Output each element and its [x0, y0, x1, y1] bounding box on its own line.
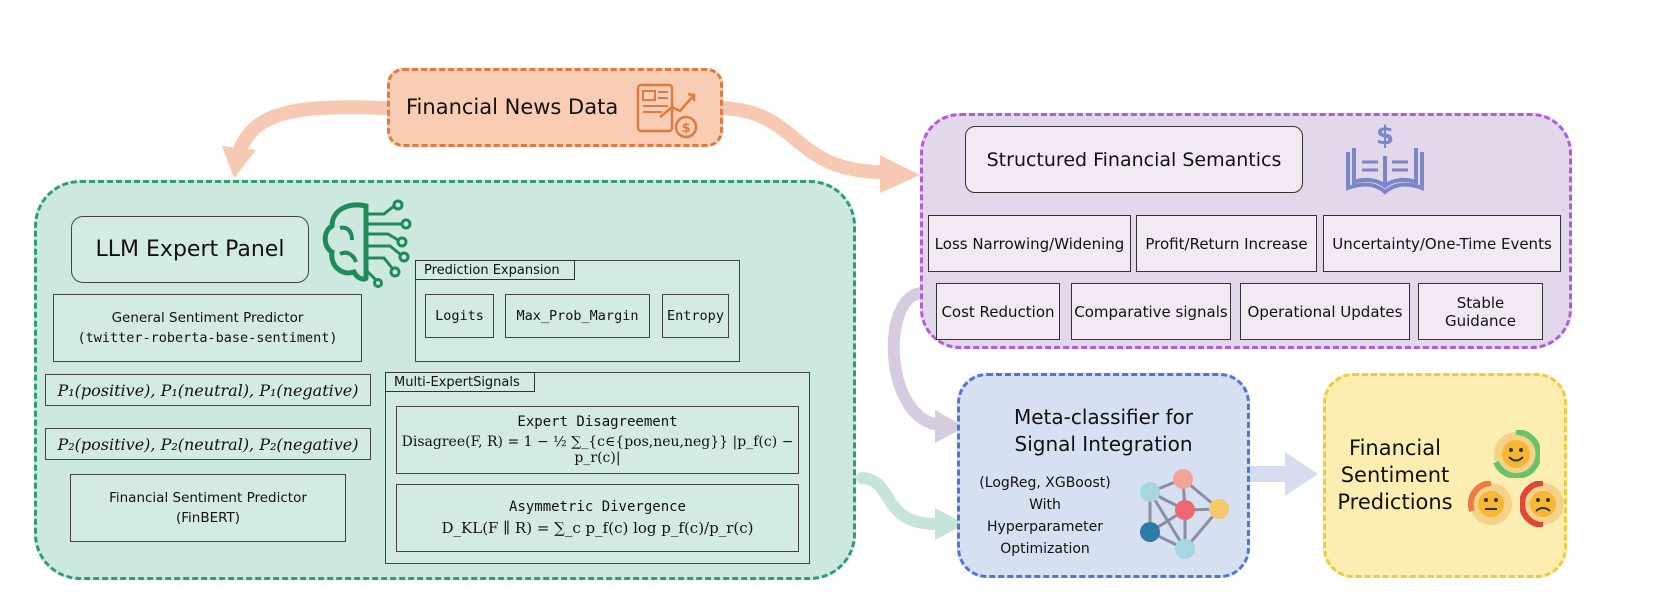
network-graph-icon — [1135, 465, 1235, 565]
output-line3: Predictions — [1337, 490, 1453, 514]
general-line1: General Sentiment Predictor — [111, 310, 304, 326]
divergence-formula: D_KL(F ∥ R) = ∑_c p_f(c) log p_f(c)/p_r(… — [441, 519, 754, 537]
disagreement-formula: Disagree(F, R) = 1 − ½ ∑_{c∈{pos,neu,neg… — [401, 434, 794, 466]
p2-text: P₂(positive), P₂(neutral), P₂(negative) — [57, 434, 359, 454]
semantic-cost-reduction: Cost Reduction — [936, 283, 1060, 340]
arrow-head-expert — [222, 146, 256, 178]
expert-disagreement: Expert Disagreement Disagree(F, R) = 1 −… — [396, 406, 799, 474]
expansion-entropy: Entropy — [662, 294, 729, 338]
multi-expert-signals-tab: Multi-ExpertSignals — [385, 372, 535, 392]
semantic-uncertainty: Uncertainty/One-Time Events — [1323, 215, 1561, 272]
disagreement-title: Expert Disagreement — [517, 414, 678, 430]
meta-desc-4: Optimization — [1000, 541, 1090, 557]
semantic-operational-updates: Operational Updates — [1240, 283, 1410, 340]
neutral-face-icon — [1467, 480, 1514, 527]
output-line2: Sentiment — [1340, 463, 1450, 487]
expansion-max-prob-margin: Max_Prob_Margin — [505, 294, 650, 338]
finbert-line2: (FinBERT) — [175, 510, 241, 526]
arrow-head-meta-bottom — [935, 508, 965, 540]
general-line2: (twitter-roberta-base-sentiment) — [77, 330, 338, 346]
expert-title-text: LLM Expert Panel — [95, 237, 285, 262]
arrow-news-to-expert — [233, 100, 392, 157]
expansion-logits: Logits — [425, 294, 494, 338]
svg-text:$: $ — [681, 121, 690, 136]
arrow-head-meta-top — [935, 410, 965, 443]
p1-probabilities: P₁(positive), P₁(neutral), P₁(negative) — [45, 374, 371, 406]
news-label: Financial News Data — [406, 95, 619, 119]
semantics-title-text: Structured Financial Semantics — [986, 148, 1282, 171]
brain-circuit-icon — [318, 196, 414, 288]
divergence-title: Asymmetric Divergence — [508, 499, 686, 515]
sad-face-icon — [1518, 480, 1566, 528]
semantic-profit-increase: Profit/Return Increase — [1136, 215, 1317, 272]
meta-desc-3: Hyperparameter — [987, 519, 1103, 535]
arrow-news-to-semantics — [713, 101, 887, 179]
meta-classifier-panel — [957, 373, 1250, 578]
arrow-head-output — [1285, 452, 1318, 496]
finbert-line1: Financial Sentiment Predictor — [109, 490, 307, 506]
asymmetric-divergence: Asymmetric Divergence D_KL(F ∥ R) = ∑_c … — [396, 484, 799, 552]
arrow-head-semantics — [880, 155, 920, 193]
news-node: Financial News Data $ — [387, 68, 723, 147]
output-line1: Financial — [1349, 436, 1441, 460]
expert-panel-title: LLM Expert Panel — [71, 216, 309, 283]
book-dollar-icon: $ — [1340, 120, 1430, 200]
meta-desc-2: With — [1029, 497, 1061, 513]
financial-sentiment-predictor: Financial Sentiment Predictor (FinBERT) — [70, 474, 346, 542]
news-chart-dollar-icon: $ — [632, 77, 702, 141]
arrow-meta-to-output — [1247, 466, 1287, 482]
p2-probabilities: P₂(positive), P₂(neutral), P₂(negative) — [45, 428, 371, 460]
semantic-stable-guidance: Stable Guidance — [1418, 283, 1543, 340]
semantics-title: Structured Financial Semantics — [965, 126, 1303, 193]
general-sentiment-predictor: General Sentiment Predictor (twitter-rob… — [53, 294, 362, 362]
prediction-expansion-tab: Prediction Expansion — [415, 260, 575, 280]
svg-text:$: $ — [1376, 121, 1394, 151]
arrow-semantics-to-meta — [887, 287, 946, 431]
semantic-comparative-signals: Comparative signals — [1071, 283, 1231, 340]
p1-text: P₁(positive), P₁(neutral), P₁(negative) — [57, 380, 359, 400]
semantic-loss-narrowing: Loss Narrowing/Widening — [928, 215, 1131, 272]
meta-desc-1: (LogReg, XGBoost) — [979, 475, 1111, 491]
meta-title-line2: Signal Integration — [1014, 432, 1193, 456]
meta-title-line1: Meta-classifier for — [1013, 405, 1194, 429]
arrow-expert-to-meta — [856, 472, 941, 530]
happy-face-icon — [1492, 428, 1542, 479]
